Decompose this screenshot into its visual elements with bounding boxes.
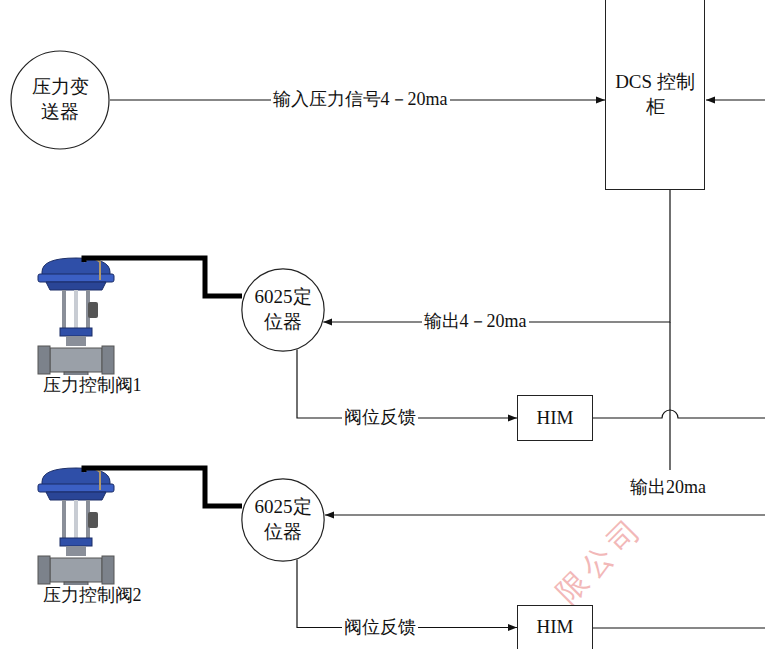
signal-line <box>669 322 670 470</box>
him-box: HIM <box>517 395 593 441</box>
edge-label: 输出4－20ma <box>422 311 529 333</box>
air-line <box>84 468 242 506</box>
edge-label: 输入压力信号4－20ma <box>271 89 450 111</box>
air-line <box>84 258 242 296</box>
watermark: 限公司 <box>548 508 653 613</box>
signal-line <box>593 410 765 418</box>
node-text: HIM <box>537 406 574 431</box>
node-text: HIM <box>537 615 574 640</box>
node-text: 6025定位器 <box>254 285 312 334</box>
control-valve <box>38 258 114 382</box>
circle-outline <box>10 50 110 150</box>
valve-label: 压力控制阀2 <box>41 585 144 607</box>
edge-label: 阀位反馈 <box>342 617 418 639</box>
signal-line <box>325 514 765 515</box>
signal-connector <box>323 190 670 322</box>
node-text: 压力变送器 <box>28 75 92 124</box>
circle-outline <box>241 478 325 562</box>
positioner-circle: 6025定位器 <box>241 268 325 352</box>
positioner-circle: 6025定位器 <box>241 478 325 562</box>
transmitter-circle: 压力变送器 <box>10 50 110 150</box>
circle-outline <box>241 268 325 352</box>
edge-label: 阀位反馈 <box>342 407 418 429</box>
node-text: 6025定位器 <box>254 495 312 544</box>
him-box: HIM <box>517 605 593 649</box>
signal-label: 输出20ma <box>628 477 708 499</box>
node-text: DCS 控制柜 <box>615 70 695 119</box>
control-valve <box>38 468 114 592</box>
signal-line <box>706 99 765 100</box>
valve-label: 压力控制阀1 <box>41 375 144 397</box>
dcs-cabinet: DCS 控制柜 <box>605 0 705 190</box>
signal-line <box>593 627 765 628</box>
